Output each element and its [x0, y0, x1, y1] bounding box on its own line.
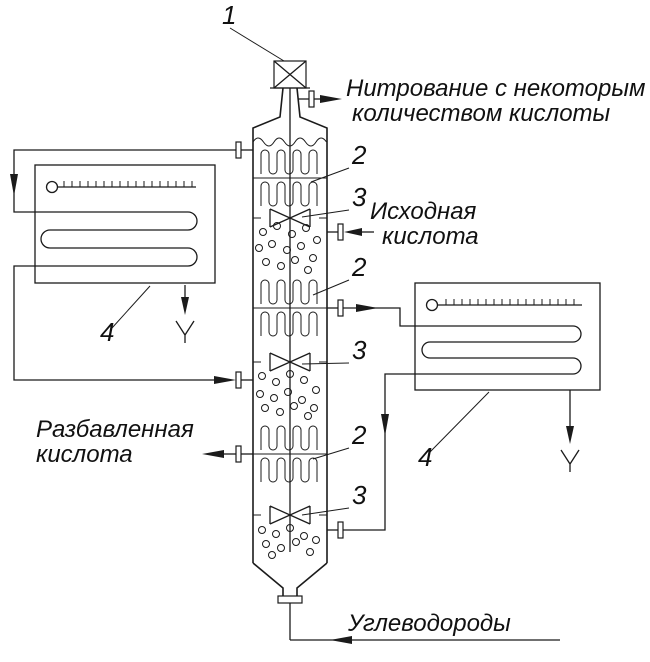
agitator-bowtie: [269, 505, 311, 525]
flow-arrow-down-left: [10, 174, 18, 196]
nozzle-left-return: [235, 371, 253, 389]
flow-arrow-to-right-cooler: [356, 304, 378, 312]
flow-arrow-diluted-acid: [202, 450, 224, 458]
nozzle-right-feed-acid: [327, 223, 344, 241]
callout-3b: 3: [352, 335, 367, 365]
thermometer-icon: [425, 298, 582, 312]
leader-3a: [301, 209, 350, 218]
down-arrow: [566, 426, 574, 444]
callout-3c: 3: [352, 480, 367, 510]
pipe-diluted-acid: [202, 450, 236, 458]
packing-corrugation: [260, 425, 318, 451]
bubbles-zone-2: [256, 370, 320, 420]
agitator-bowtie: [269, 352, 311, 372]
label-nitration-line2: количеством кислоты: [352, 100, 611, 127]
leader-4-right: [429, 391, 490, 453]
packing-section-3: [253, 425, 327, 483]
nitration-column: [235, 60, 344, 640]
pipe-left-circuit: [10, 149, 236, 384]
flow-arrow-product-out: [320, 95, 342, 103]
label-hydrocarbons: Углеводороды: [347, 610, 511, 637]
bottom-nozzle-flange: [277, 595, 303, 604]
callout-2b: 2: [351, 252, 367, 282]
cooler-right-box: [414, 282, 601, 391]
down-arrow: [181, 297, 189, 315]
bubbles-zone-3: [258, 524, 320, 559]
leader-3b: [301, 362, 350, 365]
leader-2c: [312, 447, 350, 460]
nozzle-right-to-cooler: [327, 299, 344, 317]
callout-leaders: [111, 27, 490, 516]
nozzle-right-bottom: [327, 521, 344, 539]
callout-3a: 3: [352, 182, 367, 212]
packing-corrugation: [260, 457, 318, 483]
column-shell: [252, 87, 328, 563]
vent-drain-icon-left: [175, 285, 195, 343]
cooling-coil-icon: [415, 325, 582, 375]
pipe-feed-acid: [344, 228, 374, 236]
agitator-icon-2: [253, 352, 327, 372]
leader-2a: [310, 167, 350, 183]
label-nitration-line1: Нитрование с некоторым: [346, 75, 645, 102]
label-diluted-acid-line2: кислота: [36, 441, 133, 468]
leader-3c: [301, 507, 350, 516]
nozzle-left-diluted-acid: [235, 445, 253, 463]
drive-motor-icon: [270, 60, 310, 89]
pipe-right-circuit: [343, 304, 415, 531]
flow-arrow-down-right: [381, 414, 389, 436]
label-feed-acid-line1: Исходная: [370, 198, 477, 225]
agitator-icon-1: [253, 208, 327, 228]
leader-2b: [312, 279, 350, 296]
pipe-hydrocarbons-feed: [290, 636, 560, 644]
callout-2c: 2: [351, 420, 367, 450]
vent-drain-icon-right: [560, 390, 580, 472]
packing-section-2: [253, 279, 327, 337]
agitator-bowtie: [269, 208, 311, 228]
liquid-level-line: [252, 137, 327, 147]
motor-cross: [273, 60, 307, 89]
bubbles-zone-1: [255, 222, 321, 274]
agitator-icon-3: [253, 505, 327, 525]
flow-arrow-feed-acid: [344, 228, 362, 236]
nozzle-left-top: [235, 141, 253, 159]
cooling-coil-icon: [35, 211, 198, 267]
callout-1: 1: [222, 0, 236, 30]
packing-corrugation: [260, 149, 318, 175]
callout-4-right: 4: [418, 442, 432, 472]
cooler-left-box: [34, 164, 216, 284]
thermometer-icon: [45, 180, 196, 194]
flow-arrow-into-column-left: [214, 376, 236, 384]
packing-corrugation: [260, 279, 318, 305]
nozzle-top-product: [298, 90, 315, 108]
cooler-left: [34, 164, 216, 343]
column-bottom-cone: [252, 562, 328, 596]
pipe-product-out: [314, 95, 342, 103]
leader-4-left: [111, 285, 151, 329]
leader-1: [229, 27, 285, 62]
callout-4-left: 4: [100, 317, 114, 347]
flow-arrow-hydrocarbons: [330, 636, 352, 644]
label-diluted-acid-line1: Разбавленная: [36, 416, 194, 443]
callout-2a: 2: [351, 140, 367, 170]
label-feed-acid-line2: кислота: [382, 223, 479, 250]
packing-corrugation: [260, 311, 318, 337]
packing-corrugation: [260, 181, 318, 207]
packing-section-1: [253, 149, 327, 207]
cooler-right: [414, 282, 601, 472]
